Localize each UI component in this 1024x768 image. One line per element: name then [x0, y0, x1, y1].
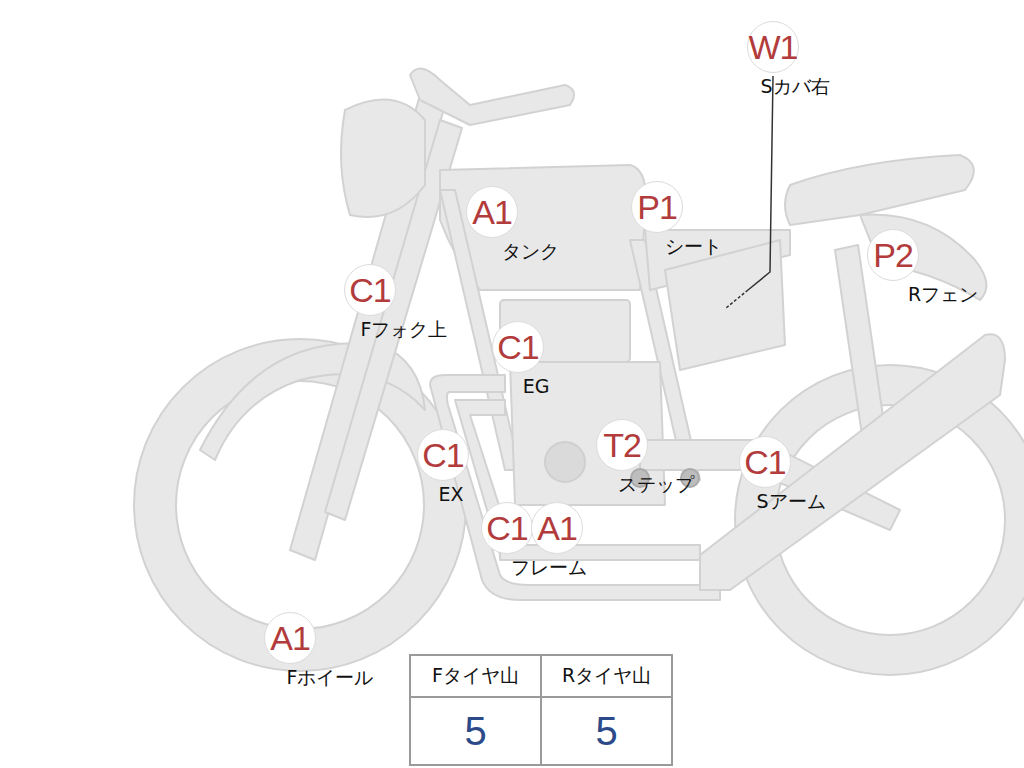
part-name: タンク: [500, 241, 561, 262]
callout-code: C1: [344, 264, 396, 316]
condition-callout: W1Sカバ右: [708, 21, 838, 97]
condition-callout: C1Sアーム: [700, 436, 830, 512]
condition-callout: P2Rフェン: [828, 229, 958, 305]
table-value: 5: [541, 697, 672, 765]
leader-line: [748, 76, 773, 290]
condition-callout: A1 フレーム: [492, 502, 622, 578]
table-header: Fタイヤ山: [410, 655, 541, 697]
tread-table: [410, 655, 672, 765]
callout-code: W1: [747, 21, 799, 73]
condition-callout: C1EX: [378, 429, 508, 505]
callout-code: C1: [492, 321, 544, 373]
callout-code: A1: [264, 612, 316, 664]
callout-code: T2: [596, 419, 648, 471]
condition-callout: A1タンク: [427, 186, 557, 262]
table-value: 5: [410, 697, 541, 765]
part-name: Sアーム: [754, 491, 827, 512]
leader-line: [726, 290, 748, 308]
condition-callout: A1Fホイール: [225, 612, 355, 688]
part-name: フレーム: [509, 557, 589, 578]
part-name: EG: [521, 376, 552, 397]
condition-callout: P1 シート: [592, 181, 722, 257]
part-name: Fホイール: [285, 667, 376, 688]
callout-code: C1: [481, 502, 533, 554]
part-name: EX: [436, 484, 465, 505]
condition-callout: C1Fフォク上: [305, 264, 435, 340]
callout-code: C1: [417, 429, 469, 481]
part-name: ステップ: [616, 474, 696, 495]
condition-callout: T2ステップ: [557, 419, 687, 495]
part-name: Rフェン: [906, 284, 980, 305]
callout-code: C1: [739, 436, 791, 488]
callout-code: A1: [531, 502, 583, 554]
part-name: Fフォク上: [359, 319, 450, 340]
callout-code: A1: [466, 186, 518, 238]
callout-code: P1: [631, 181, 683, 233]
table-header: Rタイヤ山: [541, 655, 672, 697]
callout-code: P2: [867, 229, 919, 281]
part-name: シート: [663, 236, 724, 257]
part-name: Sカバ右: [758, 76, 831, 97]
condition-callout: C1EG: [453, 321, 583, 397]
